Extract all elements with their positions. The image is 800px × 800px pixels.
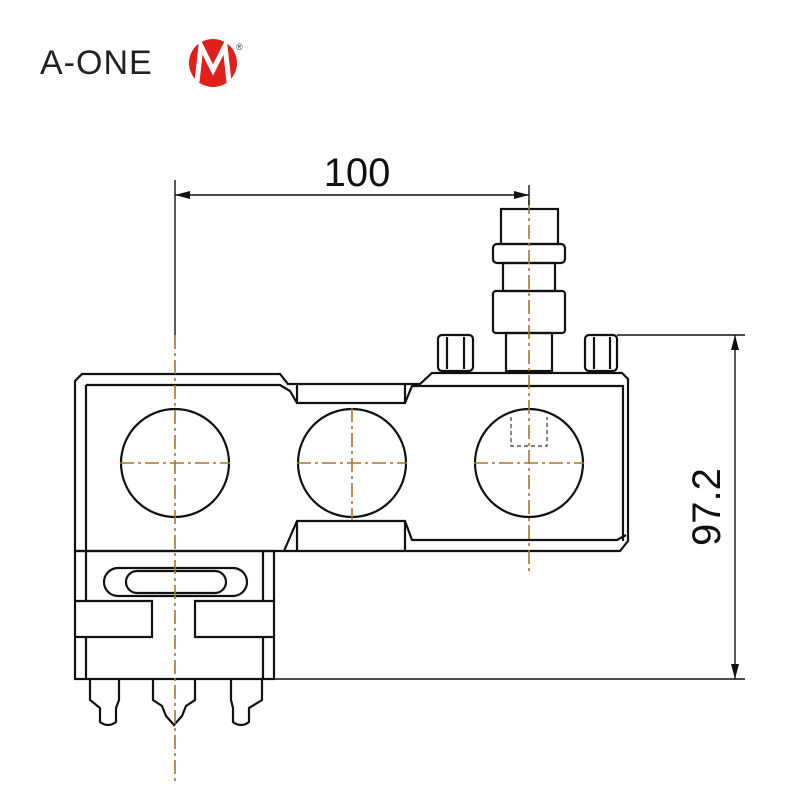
- nuts: [436, 333, 619, 373]
- registered-mark: ®: [236, 42, 243, 52]
- dimension-97-2: 97.2: [274, 334, 745, 680]
- dimension-label-97-2: 97.2: [685, 468, 729, 546]
- pins: [88, 680, 264, 727]
- dimension-label-100: 100: [324, 151, 391, 195]
- logo-text: A-ONE: [40, 44, 153, 82]
- dimension-100: 100: [174, 151, 530, 335]
- centerlines: [120, 200, 584, 785]
- logo-emblem: ®: [189, 37, 243, 87]
- base-block: [73, 549, 276, 681]
